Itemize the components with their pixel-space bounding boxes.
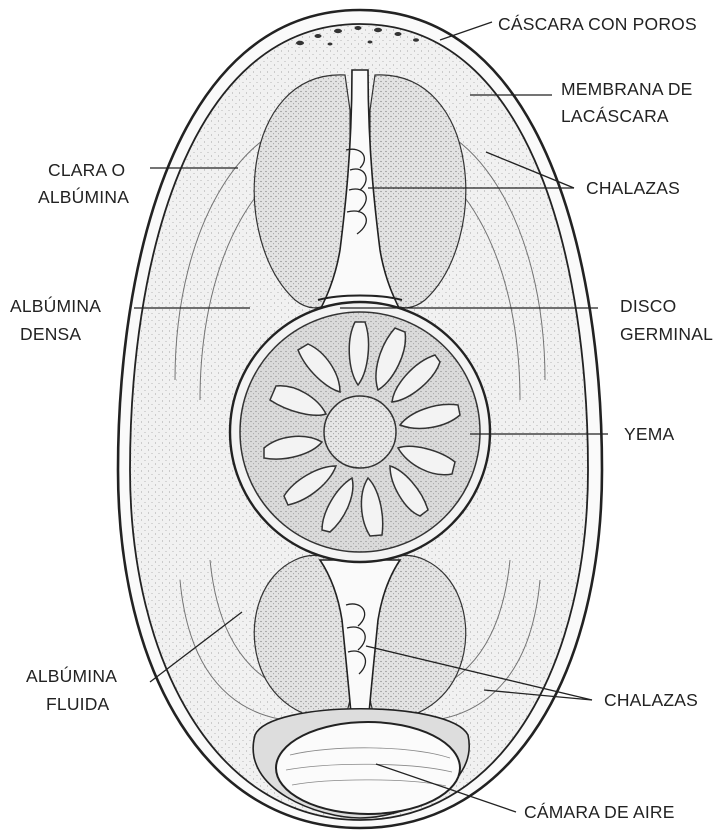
label-fluid-albumen-line1: ALBÚMINA xyxy=(26,665,117,686)
label-dense-albumen-line1: ALBÚMINA xyxy=(10,295,101,316)
label-yolk: YEMA xyxy=(624,424,675,444)
label-shell-pores: CÁSCARA CON POROS xyxy=(498,14,697,34)
label-albumen-line1: CLARA O xyxy=(48,160,125,180)
label-shell-membrane-line1: MEMBRANA DE xyxy=(561,79,693,99)
label-germinal-disc-line2: GERMINAL xyxy=(620,324,713,344)
label-albumen-line2: ALBÚMINA xyxy=(38,186,129,207)
label-shell-membrane-line2: LACÁSCARA xyxy=(561,106,669,126)
label-chalazae-bottom: CHALAZAS xyxy=(604,690,698,710)
label-dense-albumen-line2: DENSA xyxy=(20,324,81,344)
label-air-cell: CÁMARA DE AIRE xyxy=(524,802,675,822)
label-germinal-disc-line1: DISCO xyxy=(620,296,676,316)
label-fluid-albumen-line2: FLUIDA xyxy=(46,694,110,714)
label-chalazae-top: CHALAZAS xyxy=(586,178,680,198)
